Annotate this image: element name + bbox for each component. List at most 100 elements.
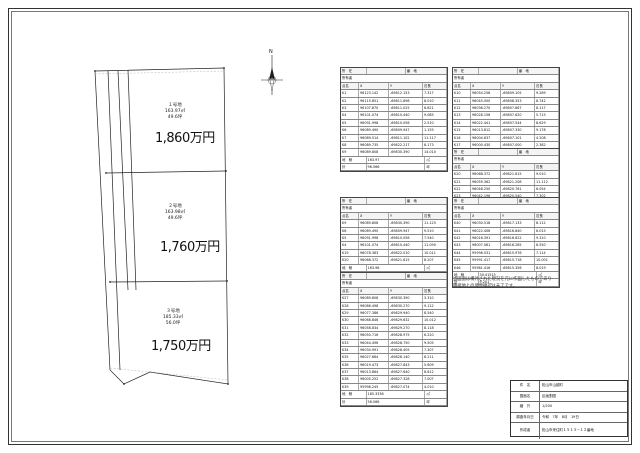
table-cell: 5.609 xyxy=(423,361,447,369)
table-cell: 7.302 xyxy=(535,193,559,200)
table-cell: ㎡ xyxy=(425,264,447,271)
table-cell: K45 xyxy=(453,257,471,264)
table-cell: 2.510 xyxy=(423,119,447,127)
table-cell: 8.612 xyxy=(423,369,447,376)
table-cell: K29 xyxy=(341,309,359,317)
table-row: 所有者 xyxy=(341,75,447,83)
table-cell: K1 xyxy=(341,90,359,97)
table-cell: -69830.270 xyxy=(389,302,423,309)
table-cell: K4 xyxy=(341,112,359,119)
table-cell: 96107.870 xyxy=(359,104,389,112)
table-cell: 辺長 xyxy=(535,163,559,171)
table-row: 所 在番 地 xyxy=(453,149,559,157)
table-cell: 8.550 xyxy=(535,242,559,249)
table-cell: 96048.250 xyxy=(471,185,501,193)
table-row: 所有者 xyxy=(453,156,559,164)
table-cell: -69810.056 xyxy=(389,119,423,127)
table-cell: 96000.430 xyxy=(471,141,501,149)
table-cell: 96007.081 xyxy=(471,242,501,249)
table-cell: K28 xyxy=(341,302,359,309)
table-cell: 計 xyxy=(341,164,367,171)
table-cell: -69821.208 xyxy=(501,178,535,185)
table-cell: K43 xyxy=(453,242,471,249)
table-cell: -69827.074 xyxy=(389,383,423,391)
table-cell: K6 xyxy=(341,227,359,234)
table-cell: -69830.390 xyxy=(389,220,423,227)
table-cell: 8.629 xyxy=(535,119,559,127)
table-cell: Y xyxy=(501,212,535,220)
table-cell: 96050.716 xyxy=(359,332,389,339)
table-cell: 点名 xyxy=(341,212,359,220)
table-cell: -69807.330 xyxy=(501,127,535,134)
table-cell: 96013.864 xyxy=(359,369,389,376)
table-row: 所 在番 地 xyxy=(341,198,447,206)
table-cell: 点名 xyxy=(453,212,471,220)
table-cell: 9.310 xyxy=(535,234,559,242)
table-cell: -69821.615 xyxy=(389,257,423,264)
lot-2-price: 1,760万円 xyxy=(160,240,220,255)
table-cell: 4.208 xyxy=(535,134,559,141)
table-cell: 点名 xyxy=(341,287,359,295)
table-cell: 96089.808 xyxy=(359,295,389,302)
table-cell: K10 xyxy=(453,90,471,97)
table-cell: 9.010 xyxy=(535,171,559,178)
table-cell: 辺長 xyxy=(535,82,559,90)
table-cell: K5 xyxy=(341,119,359,127)
table-cell: 96091.998 xyxy=(359,119,389,127)
table-cell xyxy=(479,198,518,205)
table-cell: 8.207 xyxy=(423,257,447,264)
table-cell: 地 積 xyxy=(341,264,367,271)
table-cell: K40 xyxy=(453,220,471,227)
table-cell: 96089.808 xyxy=(359,149,389,156)
table-cell xyxy=(367,198,406,205)
table-cell: -69830.390 xyxy=(389,149,423,156)
table-cell: X xyxy=(471,163,501,171)
table-cell: K9 xyxy=(341,149,359,156)
table-cell: 9.085 xyxy=(423,112,447,119)
table-cell: K23 xyxy=(453,193,471,200)
table-cell: 96086.498 xyxy=(359,302,389,309)
table-cell: X xyxy=(359,82,389,90)
table-cell: 96034.991 xyxy=(359,346,389,354)
table-cell: ㎡ xyxy=(425,156,447,164)
table-row: 所 在番 地 xyxy=(341,68,447,76)
table-cell: 8.112 xyxy=(535,220,559,227)
drawing-frame xyxy=(8,8,632,445)
table-cell: -69812.153 xyxy=(389,90,423,97)
table-row: 所 在番 地 xyxy=(453,68,559,76)
table-cell: 56.066 xyxy=(367,398,426,405)
table-row: 所 在番 地 xyxy=(341,273,447,281)
table-cell: 96059.362 xyxy=(471,178,501,185)
table-cell: 96078.383 xyxy=(359,249,389,257)
table-cell: 8.540 xyxy=(423,309,447,317)
table-cell: 地 積 xyxy=(341,156,367,164)
lot-division-2-3 xyxy=(109,280,228,283)
table-cell: -69830.390 xyxy=(389,295,423,302)
table-cell: 番 地 xyxy=(406,68,447,75)
table-cell: 所有者 xyxy=(341,205,447,212)
table-cell: 96101.074 xyxy=(359,112,389,119)
survey-note: 当図面は構外された現況を元に作図したものであり隣接地との境界確認は未了です。 xyxy=(453,277,552,289)
table-cell: -69815.356 xyxy=(501,264,535,271)
table-cell: K15 xyxy=(453,127,471,134)
table-cell: 7.317 xyxy=(423,90,447,97)
table-cell: 96004.637 xyxy=(471,134,501,141)
table-cell: 96058.834 xyxy=(359,324,389,332)
table-cell: -69820.540 xyxy=(501,193,535,200)
lot-3-price: 1,750万円 xyxy=(151,339,211,354)
lot-1-price: 1,860万円 xyxy=(155,131,215,146)
table-cell: 点名 xyxy=(453,163,471,171)
